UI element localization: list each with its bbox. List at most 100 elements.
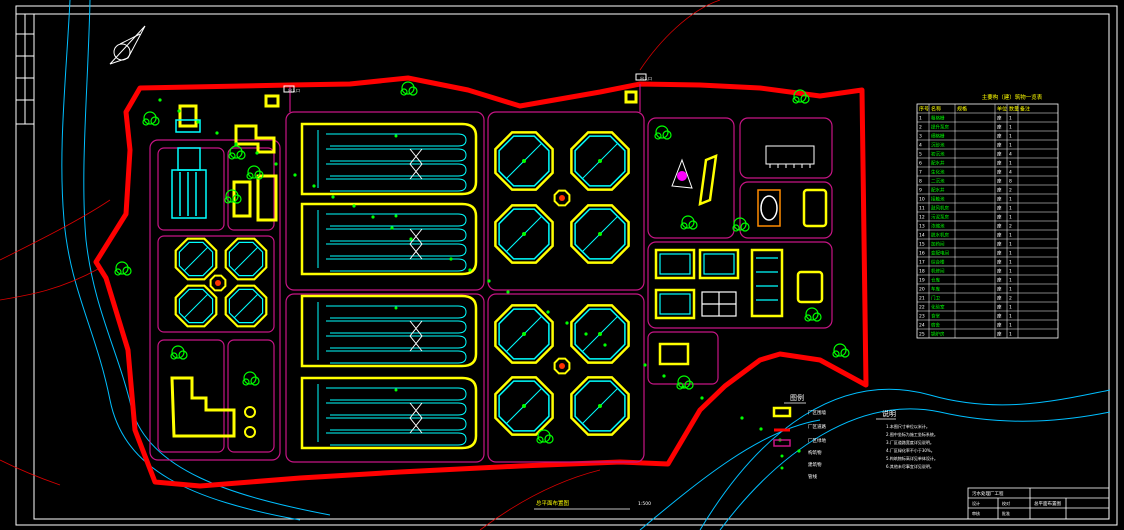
legend-swatch-structure: [780, 454, 784, 458]
table-cell: 座: [997, 196, 1002, 203]
table-cell: 1: [1009, 269, 1012, 275]
table-cell: 生化池: [931, 169, 945, 176]
table-cell: 座: [997, 304, 1002, 311]
title-block: [967, 487, 1110, 520]
shrub-dot: [371, 215, 375, 219]
table-cell: 变配电间: [931, 250, 949, 257]
note-line-1: 1.本图尺寸单位以米计。: [886, 423, 930, 429]
legend-swatch-wall: [772, 406, 792, 418]
primary-clarifier-4: [224, 284, 268, 328]
plan-scale: 1:500: [638, 501, 651, 507]
shrub-dot: [759, 427, 763, 431]
property-lines: [0, 0, 721, 530]
tree-cluster-6: [732, 217, 750, 232]
sludge-building: [170, 376, 236, 438]
shrub-dot: [584, 332, 588, 336]
table-cell: 18: [919, 269, 925, 275]
table-cell: 粗格栅: [931, 115, 945, 122]
table-cell: 6: [919, 161, 922, 167]
table-cell: 门卫: [931, 295, 940, 302]
table-cell: 14: [919, 233, 925, 239]
aeration-basin-4: [300, 376, 478, 450]
table-cell: 3: [919, 134, 922, 140]
inlet-screen: [178, 104, 198, 128]
gate-east[interactable]: [635, 73, 647, 81]
table-cell: 座: [997, 259, 1002, 266]
table-header-cell: 备注: [1020, 106, 1030, 113]
inlet-works: [171, 119, 207, 219]
table-cell: 浓缩池: [931, 223, 945, 230]
distribution-well-1: [209, 274, 227, 292]
table-cell: 1: [1009, 116, 1012, 122]
legend-label-2: 厂区道路: [808, 423, 826, 430]
shrub-dot: [312, 184, 316, 188]
table-cell: 座: [997, 277, 1002, 284]
distribution-well-2: [553, 189, 571, 207]
table-cell: 1: [1009, 287, 1012, 293]
shrub-dot: [468, 268, 472, 272]
legend-label-4: 构筑物: [808, 449, 822, 456]
table-cell: 1: [1009, 215, 1012, 221]
legend-swatch-building: [780, 466, 784, 470]
table-cell: 1: [1009, 251, 1012, 257]
table-cell: 2: [919, 125, 922, 131]
table-cell: 座: [997, 187, 1002, 194]
plan-title-text: 总平面布置图: [536, 499, 570, 507]
tree-cluster-8: [242, 371, 260, 386]
table-cell: 座: [997, 268, 1002, 275]
design-notes: 说明 1.本图尺寸单位以米计。 2.图中坐标为施工坐标系统。 3.厂区道路宽度详…: [876, 409, 938, 469]
table-cell: 10: [919, 197, 925, 203]
tree-cluster-15: [536, 429, 554, 444]
table-cell: 1: [1009, 197, 1012, 203]
substation-a: [654, 288, 696, 320]
vegetation: [114, 81, 850, 453]
table-cell: 19: [919, 278, 925, 284]
shrub-dot: [352, 204, 356, 208]
secondary-clarifier-6: [570, 304, 630, 364]
table-cell: 1: [1009, 161, 1012, 167]
title-block-drawing: 总平面布置图: [1034, 500, 1061, 507]
table-title: 主要构（建）筑物一览表: [982, 93, 1043, 101]
table-row: 10 接触池 座 1: [919, 196, 1012, 203]
garage: [658, 342, 690, 366]
table-cell: 11: [919, 206, 925, 212]
table-cell: 25: [919, 332, 925, 338]
shrub-dot: [506, 290, 510, 294]
drawing-frame: [15, 5, 1118, 526]
table-cell: 二沉池: [931, 178, 945, 185]
shrub-dot: [409, 237, 413, 241]
terrain-contours: [61, 0, 1111, 530]
table-cell: 接触池: [931, 196, 945, 203]
gate-label-1: 出入口: [288, 87, 300, 93]
sports-court: [757, 189, 781, 227]
gate-west[interactable]: [283, 85, 295, 93]
table-cell: 1: [1009, 134, 1012, 140]
table-cell: 脱水机房: [931, 232, 949, 239]
shrub-dot: [158, 98, 162, 102]
table-cell: 2: [1009, 296, 1012, 302]
pump-station: [171, 169, 207, 219]
table-cell: 提升泵房: [931, 124, 949, 131]
table-cell: 1: [1009, 206, 1012, 212]
table-cell: 座: [997, 322, 1002, 329]
table-cell: 15: [919, 242, 925, 248]
plan-title: 总平面布置图 1:500: [534, 499, 651, 510]
title-block-cell-4: 批准: [1002, 510, 1010, 516]
table-header-cell: 序号: [919, 106, 929, 113]
tree-cluster-13: [228, 145, 246, 160]
table-cell: 座: [997, 286, 1002, 293]
clarifiers-group: [174, 131, 630, 438]
table-cell: 座: [997, 214, 1002, 221]
